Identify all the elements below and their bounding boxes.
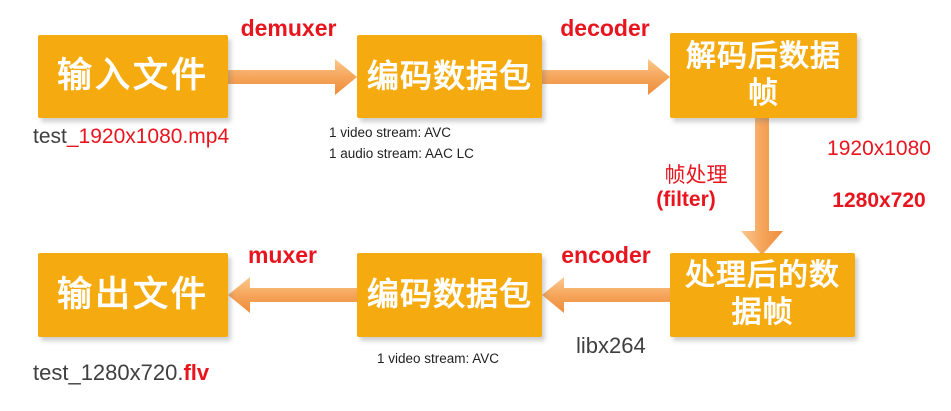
bottom-stream-info: 1 video stream: AVC (377, 349, 499, 370)
encoded-packets-top-box: 编码数据包 (357, 35, 542, 118)
output-file-box: 输出文件 (38, 253, 228, 337)
encoded-packets-bottom-label: 编码数据包 (366, 276, 532, 313)
decoded-frames-label: 解码后数据帧 (686, 39, 841, 110)
encoder-arrow (542, 277, 670, 313)
top-stream-info: 1 video stream: AVC 1 audio stream: AAC … (329, 123, 474, 164)
filter-label-zh: 帧处理 (664, 163, 728, 187)
muxer-label: muxer (247, 242, 318, 268)
bottom-stream-line-1: 1 video stream: AVC (377, 351, 500, 366)
filter-down-arrow (741, 118, 783, 255)
output-filename: test_1280x720.flv (33, 360, 209, 386)
output-filename-prefix: test_1280x720. (33, 360, 184, 385)
encoder-library-label: libx264 (576, 333, 646, 358)
top-stream-line-2: 1 audio stream: AAC LC (329, 145, 474, 161)
demuxer-label: demuxer (240, 15, 337, 41)
filter-label-en: (filter) (656, 188, 716, 211)
muxer-arrow (228, 277, 357, 313)
demuxer-arrow (228, 59, 357, 95)
decoder-label: decoder (560, 15, 650, 41)
output-filename-highlight: flv (183, 360, 210, 385)
encoded-packets-top-label: 编码数据包 (366, 57, 532, 94)
input-filename-highlight: _1920x1080.mp4 (66, 125, 230, 148)
output-file-label: 输出文件 (56, 274, 209, 314)
top-stream-line-1: 1 video stream: AVC (329, 125, 452, 140)
encoder-label: encoder (561, 242, 651, 268)
encoded-packets-bottom-box: 编码数据包 (357, 253, 542, 337)
target-resolution-label: 1280x720 (832, 189, 926, 212)
processed-frames-box: 处理后的数据帧 (670, 253, 855, 337)
input-file-box: 输入文件 (38, 35, 228, 118)
input-file-label: 输入文件 (56, 56, 209, 96)
source-resolution-label: 1920x1080 (827, 137, 931, 160)
processed-frames-label: 处理后的数据帧 (685, 259, 840, 329)
input-filename-prefix: test (33, 125, 67, 148)
decoded-frames-box: 解码后数据帧 (670, 33, 857, 118)
decoder-arrow (542, 59, 670, 95)
input-filename: test_1920x1080.mp4 (33, 125, 229, 149)
